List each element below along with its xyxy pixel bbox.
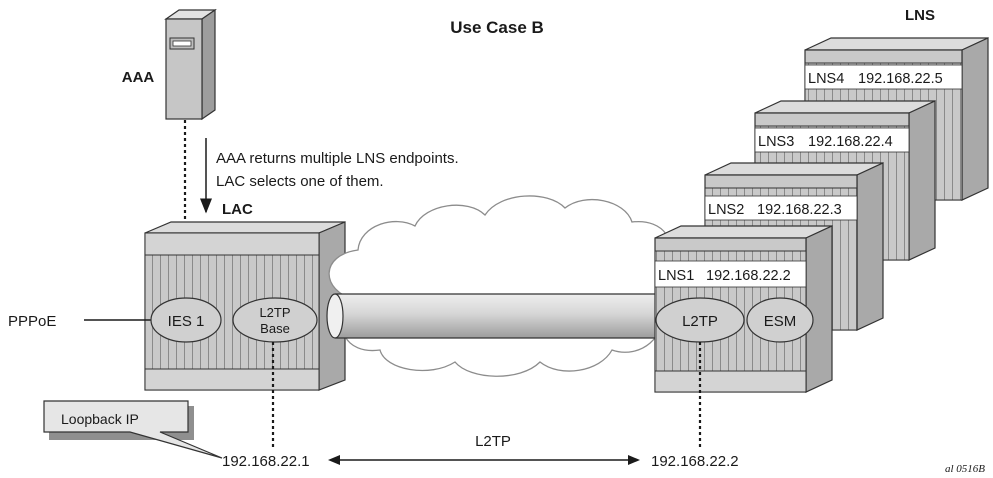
lns4-name: LNS4 [808, 71, 844, 87]
lac-base-label: Base [260, 321, 290, 336]
l2tp-bidirectional-arrow [328, 455, 640, 465]
lac-l2tp-label: L2TP [259, 305, 290, 320]
lns4-ip: 192.168.22.5 [858, 71, 943, 87]
lac-l2tp-service-oval [232, 297, 318, 343]
lns1-ip: 192.168.22.2 [706, 268, 791, 284]
l2tp-tunnel-pipe [326, 293, 673, 339]
pppoe-label: PPPoE [8, 313, 56, 330]
esm-label: ESM [764, 313, 797, 330]
aaa-server-icon [164, 8, 217, 121]
loopback-label: Loopback IP [61, 411, 139, 427]
lac-chassis [144, 221, 346, 391]
lns3-ip: 192.168.22.4 [808, 134, 893, 150]
note-line-1: AAA returns multiple LNS endpoints. [216, 150, 459, 167]
lns2-ip: 192.168.22.3 [757, 202, 842, 218]
note-line-2: LAC selects one of them. [216, 173, 384, 190]
tunnel-label: L2TP [475, 433, 511, 450]
esm-service-oval [746, 297, 814, 343]
lns2-name: LNS2 [708, 202, 744, 218]
ies1-label: IES 1 [168, 313, 205, 330]
lns-group-label: LNS [905, 7, 935, 24]
lns-endpoint-ip: 192.168.22.2 [651, 453, 739, 470]
figure-id: al 0516B [945, 463, 985, 475]
loopback-callout [43, 400, 223, 459]
network-cloud [328, 195, 682, 377]
lns1-name: LNS1 [658, 268, 694, 284]
diagram-title: Use Case B [450, 18, 544, 37]
aaa-label: AAA [122, 69, 155, 86]
lns3-name: LNS3 [758, 134, 794, 150]
lac-label: LAC [222, 201, 253, 218]
ies1-service-oval [150, 297, 222, 343]
lac-ip: 192.168.22.1 [222, 453, 310, 470]
lns-l2tp-label: L2TP [682, 313, 718, 330]
